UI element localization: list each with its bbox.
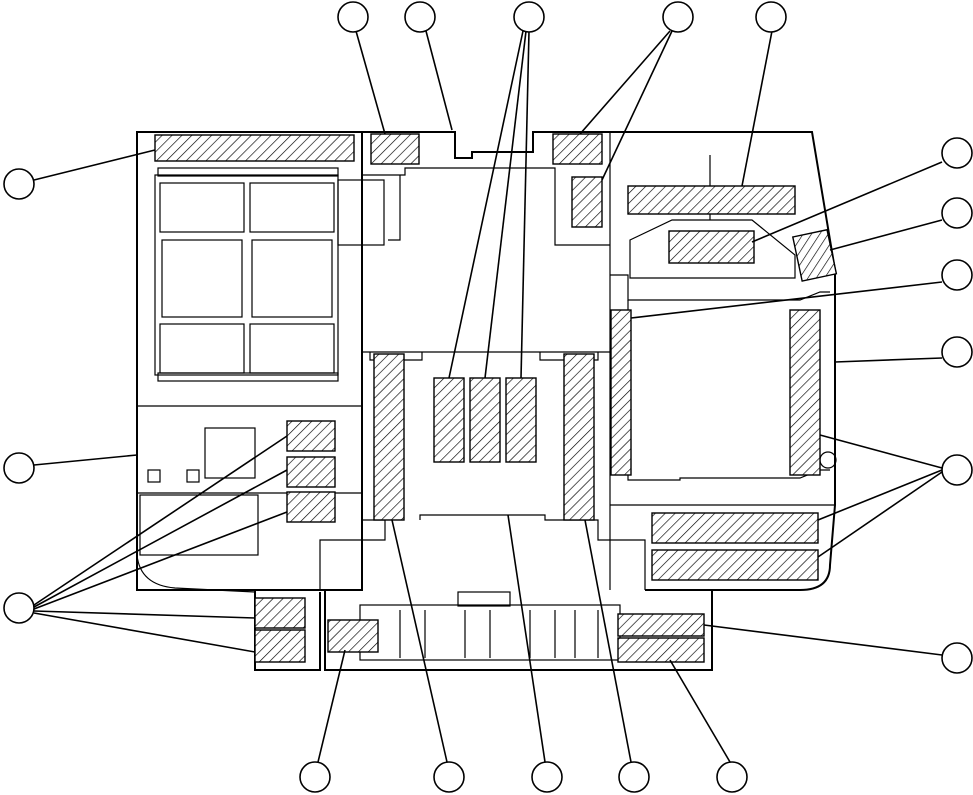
hatched-area-top-3 [571,176,603,228]
hatched-area-right-small [791,228,838,282]
hatched-area-left-stack-2 [286,456,336,488]
hatched-area-left-stack-3 [286,491,336,523]
callout-bubble [531,761,563,793]
callout-bubbles [3,1,973,793]
callout-bubble [3,452,35,484]
hatched-area-center-2 [469,377,501,463]
hatched-area-bottom-center [327,619,379,653]
callout-bubble [3,592,35,624]
hatched-areas [154,133,838,663]
callout-bubble [716,761,748,793]
callout-bubble [404,1,436,33]
callout-bubble [433,761,465,793]
callout-bubble [662,1,694,33]
hatched-area-bottom-right-2 [617,637,705,663]
leader-lines [33,30,943,763]
callout-bubble [618,761,650,793]
equipment-blocks [139,167,837,556]
hatched-area-bottom-right-1 [617,613,705,637]
hatched-area-center-3 [505,377,537,463]
hatched-area-top-1 [370,133,420,165]
hatched-area-top-2 [552,133,603,165]
callout-bubble [941,137,973,169]
callout-bubble [299,761,331,793]
callout-bubble [941,336,973,368]
hatched-area-right-right-column [789,309,821,476]
callout-bubble [755,1,787,33]
hatched-area-right-bottom-2 [651,549,819,581]
hatched-area-center-right-column [563,353,595,521]
hatched-area-right-bottom-1 [651,512,819,544]
callout-bubble [337,1,369,33]
hatched-area-left-stack-1 [286,420,336,452]
hatched-area-center-1 [433,377,465,463]
hatched-area-right-left-column [610,309,632,476]
callout-bubble [941,259,973,291]
hatched-area-bottom-left-2 [254,629,306,663]
hatched-area-right-mid [668,230,755,264]
hatched-area-right-top [627,185,796,215]
callout-bubble [3,168,35,200]
callout-bubble [513,1,545,33]
hatched-area-left-top [154,134,355,162]
hatched-area-center-left-column [373,353,405,521]
callout-bubble [941,642,973,674]
callout-bubble [941,454,973,486]
callout-bubble [941,197,973,229]
structure-outline [136,131,836,671]
hatched-area-bottom-left-1 [254,597,306,629]
